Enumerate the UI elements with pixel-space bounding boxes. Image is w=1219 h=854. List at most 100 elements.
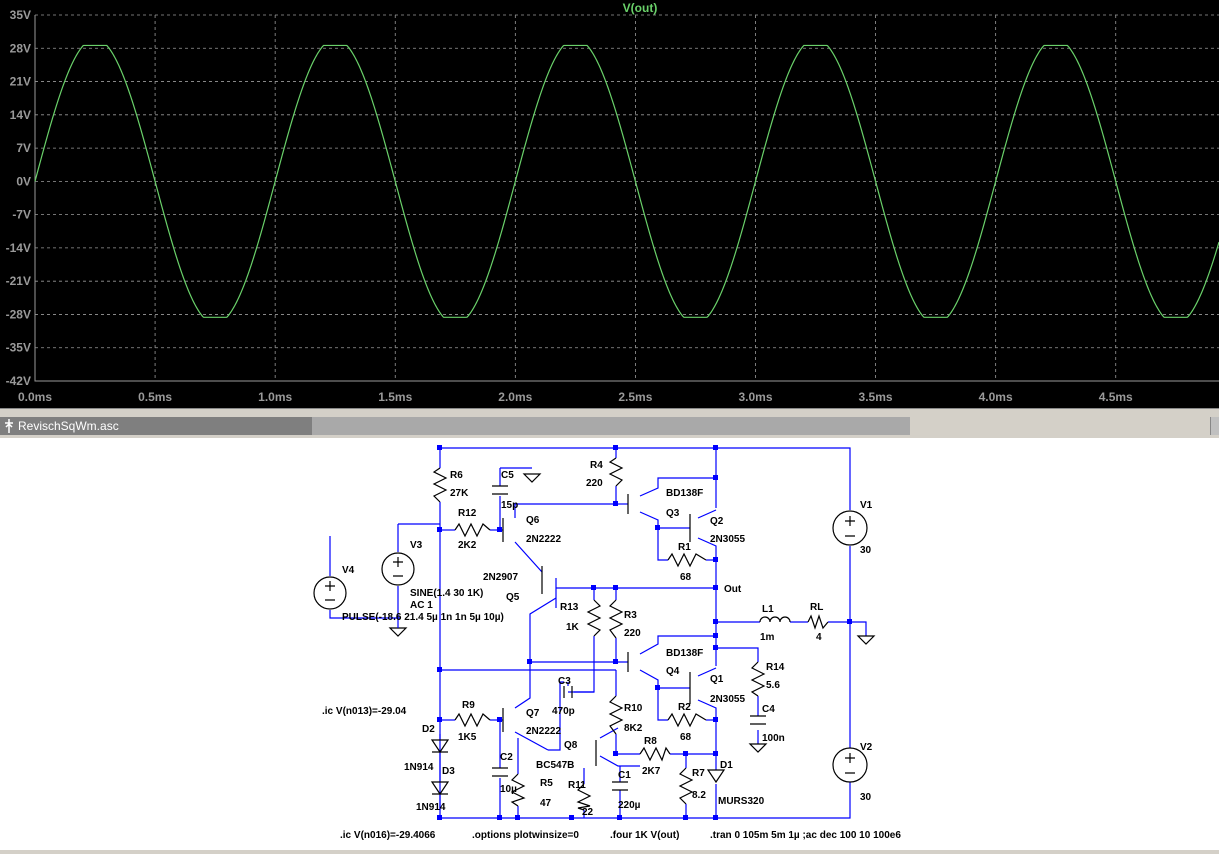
label-murs320: MURS320 bbox=[718, 796, 765, 807]
label-2n3055-q2: 2N3055 bbox=[710, 534, 745, 545]
label-r10-value: 8K2 bbox=[624, 723, 643, 734]
label-r10: R10 bbox=[624, 703, 643, 714]
label-c5: C5 bbox=[501, 470, 514, 481]
label-r14: R14 bbox=[766, 662, 785, 673]
label-r1-value: 68 bbox=[680, 572, 692, 583]
waveform-plot-pane[interactable]: V(out) 35V 28V 21V 14V 7V 0V -7V -14V -21V -28V -3… bbox=[0, 0, 1219, 408]
label-c1: C1 bbox=[618, 770, 631, 781]
close-tab-button[interactable] bbox=[1210, 417, 1219, 435]
tab-revischsqwm[interactable]: RevischSqWm.asc bbox=[0, 417, 312, 435]
schematic-editor[interactable]: R6 27K C5 15p R4 220 BD138F Q3 Q2 V1 30 … bbox=[0, 438, 1219, 854]
label-r14-value: 5.6 bbox=[766, 680, 780, 691]
y-tick-label: -35V bbox=[6, 341, 31, 355]
label-c5-value: 15p bbox=[501, 500, 518, 511]
window-bottom-edge bbox=[0, 850, 1219, 854]
label-r5: R5 bbox=[540, 778, 553, 789]
label-2n2907: 2N2907 bbox=[483, 572, 518, 583]
label-r6: R6 bbox=[450, 470, 463, 481]
label-v2-value: 30 bbox=[860, 792, 872, 803]
label-l1-value: 1m bbox=[760, 632, 775, 643]
label-out: Out bbox=[724, 584, 742, 595]
plot-axes-frame bbox=[34, 15, 1219, 382]
schematic-wires bbox=[329, 447, 867, 819]
y-tick-label: 28V bbox=[10, 41, 31, 55]
x-tick-label: 4.0ms bbox=[979, 390, 1013, 404]
label-q1: Q1 bbox=[710, 674, 724, 685]
schematic-canvas[interactable]: R6 27K C5 15p R4 220 BD138F Q3 Q2 V1 30 … bbox=[0, 438, 1219, 854]
y-tick-label: 0V bbox=[16, 174, 31, 188]
y-tick-label: -28V bbox=[6, 307, 31, 321]
label-r1: R1 bbox=[678, 542, 691, 553]
label-r3-value: 220 bbox=[624, 628, 641, 639]
label-ic-n013: .ic V(n013)=-29.04 bbox=[322, 706, 407, 717]
label-r8: R8 bbox=[644, 736, 657, 747]
label-q2: Q2 bbox=[710, 516, 724, 527]
label-r7-value: 8.2 bbox=[692, 790, 706, 801]
schematic-components bbox=[313, 457, 876, 811]
label-q4: Q4 bbox=[666, 666, 680, 677]
tab-label: RevischSqWm.asc bbox=[18, 419, 119, 433]
label-c3: C3 bbox=[558, 676, 571, 687]
label-r4-value: 220 bbox=[586, 478, 603, 489]
y-tick-label: -14V bbox=[6, 241, 31, 255]
label-v1: V1 bbox=[860, 500, 873, 511]
trace-title[interactable]: V(out) bbox=[623, 1, 658, 15]
label-c2-value: 10µ bbox=[500, 784, 517, 795]
label-1n914-d2: 1N914 bbox=[404, 762, 434, 773]
label-v2: V2 bbox=[860, 742, 873, 753]
label-c2: C2 bbox=[500, 752, 513, 763]
label-r13-value: 1K bbox=[566, 622, 580, 633]
y-tick-label: 7V bbox=[16, 141, 31, 155]
x-tick-label: 0.5ms bbox=[138, 390, 172, 404]
label-q7: Q7 bbox=[526, 708, 540, 719]
y-tick-label: -42V bbox=[6, 374, 31, 388]
label-d3: D3 bbox=[442, 766, 455, 777]
x-tick-label: 3.0ms bbox=[738, 390, 772, 404]
y-tick-label: 21V bbox=[10, 75, 31, 89]
label-r11: R11 bbox=[568, 780, 586, 791]
y-tick-label: 35V bbox=[10, 8, 31, 22]
label-d2: D2 bbox=[422, 724, 435, 735]
directive-four[interactable]: .four 1K V(out) bbox=[610, 830, 679, 841]
trace-vout-line bbox=[34, 44, 1219, 318]
label-pulse: PULSE(-18.6 21.4 5µ 1n 1n 5µ 10µ) bbox=[342, 612, 504, 623]
label-c3-value: 470p bbox=[552, 706, 575, 717]
label-v1-value: 30 bbox=[860, 545, 872, 556]
schematic-labels: R6 27K C5 15p R4 220 BD138F Q3 Q2 V1 30 … bbox=[322, 460, 901, 841]
label-ac: AC 1 bbox=[410, 600, 433, 611]
label-q5: Q5 bbox=[506, 592, 520, 603]
label-r12: R12 bbox=[458, 508, 477, 519]
label-d1: D1 bbox=[720, 760, 733, 771]
label-q8: Q8 bbox=[564, 740, 578, 751]
x-tick-label: 0.0ms bbox=[18, 390, 52, 404]
x-tick-label: 4.5ms bbox=[1099, 390, 1133, 404]
document-tab-bar: RevischSqWm.asc bbox=[0, 408, 1219, 439]
label-r2-value: 68 bbox=[680, 732, 692, 743]
directive-ic-n016[interactable]: .ic V(n016)=-29.4066 bbox=[340, 830, 436, 841]
tab-bar-scroll-area[interactable] bbox=[312, 417, 910, 435]
y-tick-label: -7V bbox=[12, 208, 31, 222]
label-q6: Q6 bbox=[526, 515, 540, 526]
label-c4-value: 100n bbox=[762, 733, 785, 744]
label-2n2222-q7: 2N2222 bbox=[526, 726, 561, 737]
label-r11-value: 22 bbox=[582, 807, 594, 818]
y-tick-label: -21V bbox=[6, 274, 31, 288]
label-r2: R2 bbox=[678, 702, 691, 713]
x-tick-label: 1.0ms bbox=[258, 390, 292, 404]
waveform-plot[interactable]: V(out) 35V 28V 21V 14V 7V 0V -7V -14V -21V -28V -3… bbox=[0, 0, 1219, 408]
label-bd138f-top: BD138F bbox=[666, 488, 703, 499]
label-r13: R13 bbox=[560, 602, 579, 613]
directive-options[interactable]: .options plotwinsize=0 bbox=[472, 830, 579, 841]
label-c4: C4 bbox=[762, 704, 775, 715]
label-v3: V3 bbox=[410, 540, 423, 551]
x-tick-label: 3.5ms bbox=[859, 390, 893, 404]
label-v4: V4 bbox=[342, 565, 355, 576]
x-tick-label: 2.5ms bbox=[618, 390, 652, 404]
y-tick-label: 14V bbox=[10, 108, 31, 122]
directive-tran[interactable]: .tran 0 105m 5m 1µ ;ac dec 100 10 100e6 bbox=[710, 830, 901, 841]
x-tick-label: 2.0ms bbox=[498, 390, 532, 404]
label-r6-value: 27K bbox=[450, 488, 469, 499]
label-2n3055-q1: 2N3055 bbox=[710, 694, 745, 705]
label-r8-value: 2K7 bbox=[642, 766, 661, 777]
